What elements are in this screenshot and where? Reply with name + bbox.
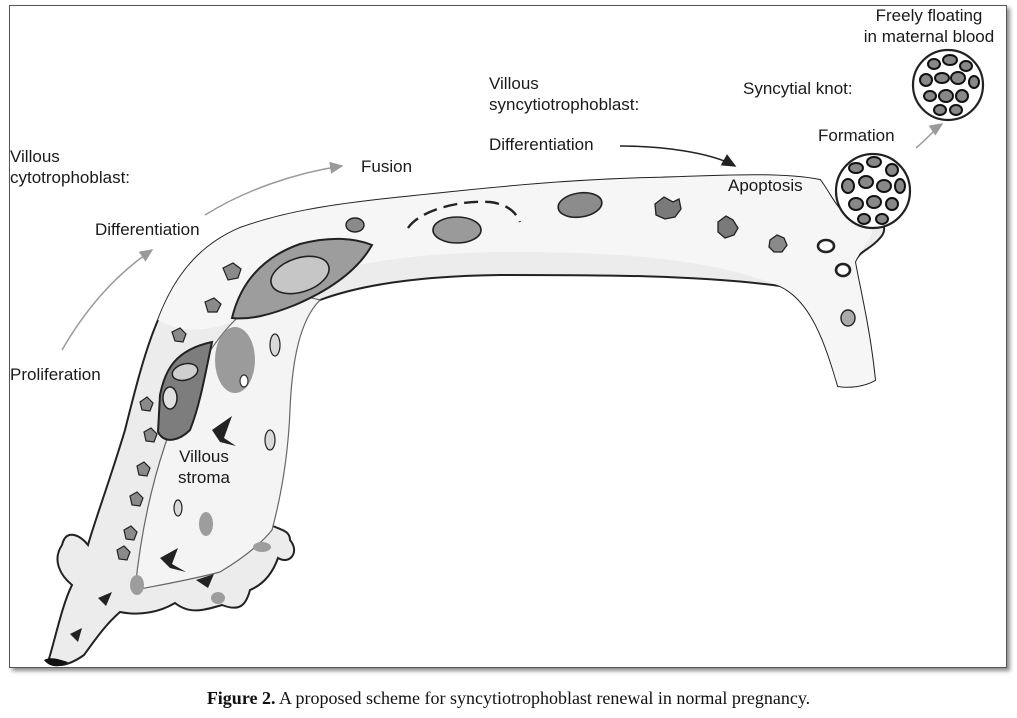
label-villous-stroma: Villous stroma bbox=[178, 446, 230, 488]
apoptotic-nucleus-3 bbox=[768, 234, 788, 253]
stem-cell-6 bbox=[136, 461, 151, 477]
apoptotic-nucleus-4 bbox=[816, 238, 836, 254]
stem-cell-10 bbox=[269, 333, 281, 357]
arrow-proliferation-to-differentiation bbox=[61, 249, 154, 351]
label-apoptosis: Apoptosis bbox=[728, 176, 803, 195]
stem-cell-2 bbox=[204, 297, 222, 313]
stem-cell-4 bbox=[139, 396, 154, 412]
cytotrophoblast-cell-mid bbox=[156, 340, 214, 441]
stem-cell-15 bbox=[253, 542, 271, 552]
label-villous-syncytio-line1: Villous bbox=[489, 74, 539, 93]
apoptotic-nucleus-6 bbox=[840, 309, 856, 327]
knot-nuclei-floating bbox=[919, 54, 980, 116]
stem-cell-5 bbox=[143, 427, 158, 443]
fibroblast-2 bbox=[160, 548, 186, 572]
capillary-cell bbox=[239, 374, 249, 388]
label-differentiation-right: Differentiation bbox=[489, 135, 594, 154]
fetal-capillary bbox=[215, 327, 255, 393]
fusing-nucleus bbox=[432, 216, 482, 244]
label-villous-cyto-line2: cytotrophoblast: bbox=[10, 168, 131, 187]
knot-nuclei-formation bbox=[841, 156, 906, 225]
cytotrophoblast-nucleus bbox=[270, 255, 330, 295]
fibroblast-1 bbox=[212, 416, 236, 446]
apoptotic-nucleus-5 bbox=[834, 262, 852, 278]
arrow-formation-to-floating bbox=[915, 123, 944, 149]
apoptotic-nucleus-1 bbox=[654, 196, 682, 220]
label-villous-syncytiotrophoblast: Villous syncytiotrophoblast: bbox=[489, 73, 639, 115]
stem-cell-14 bbox=[130, 575, 144, 595]
arrow-differentiation-to-fusion bbox=[204, 161, 344, 216]
label-fusion: Fusion bbox=[361, 157, 413, 176]
stem-cell-16 bbox=[211, 592, 225, 604]
stem-cell-1 bbox=[222, 262, 242, 281]
arrow-differentiation-to-apoptosis bbox=[619, 145, 737, 167]
stem-cell-7 bbox=[129, 491, 144, 507]
fibroblast-5 bbox=[70, 628, 82, 642]
label-villous-cytotrophoblast: Villous cytotrophoblast: bbox=[10, 146, 130, 188]
label-villous-cyto-line1: Villous bbox=[10, 147, 60, 166]
stem-cell-3 bbox=[171, 327, 187, 343]
stem-cell-13 bbox=[199, 512, 213, 536]
fibroblast-3 bbox=[196, 574, 214, 588]
label-differentiation-left: Differentiation bbox=[95, 220, 200, 239]
cytotrophoblast-nucleus-3 bbox=[162, 386, 178, 410]
syncytial-nucleus-2 bbox=[345, 217, 365, 233]
stem-cell-11 bbox=[264, 429, 276, 451]
label-freely-floating: Freely floating in maternal blood bbox=[850, 5, 1008, 47]
label-villous-stroma-line2: stroma bbox=[178, 468, 230, 487]
fibroblast-6 bbox=[44, 658, 68, 667]
label-freely-floating-line2: in maternal blood bbox=[863, 27, 995, 46]
figure-caption: Figure 2. A proposed scheme for syncytio… bbox=[0, 688, 1017, 709]
label-villous-syncytio-line2: syncytiotrophoblast: bbox=[489, 95, 640, 114]
cytotrophoblast-nucleus-2 bbox=[171, 362, 199, 382]
label-syncytial-knot: Syncytial knot: bbox=[743, 79, 853, 98]
stem-cell-12 bbox=[173, 499, 183, 517]
stem-cell-8 bbox=[123, 525, 138, 541]
fusion-membrane-dashed bbox=[407, 200, 522, 229]
syncytial-nucleus-1 bbox=[557, 191, 603, 219]
apoptotic-nucleus-2 bbox=[717, 215, 739, 239]
label-freely-floating-line1: Freely floating bbox=[875, 6, 983, 25]
caption-label: Figure 2. bbox=[206, 688, 276, 708]
label-proliferation: Proliferation bbox=[10, 365, 101, 384]
fibroblast-4 bbox=[98, 592, 112, 606]
label-formation: Formation bbox=[818, 126, 895, 145]
label-villous-stroma-line1: Villous bbox=[179, 447, 229, 466]
stem-cell-9 bbox=[116, 545, 131, 561]
syncytiotrophoblast-layer bbox=[158, 175, 875, 387]
caption-text: A proposed scheme for syncytiotrophoblas… bbox=[275, 688, 811, 708]
